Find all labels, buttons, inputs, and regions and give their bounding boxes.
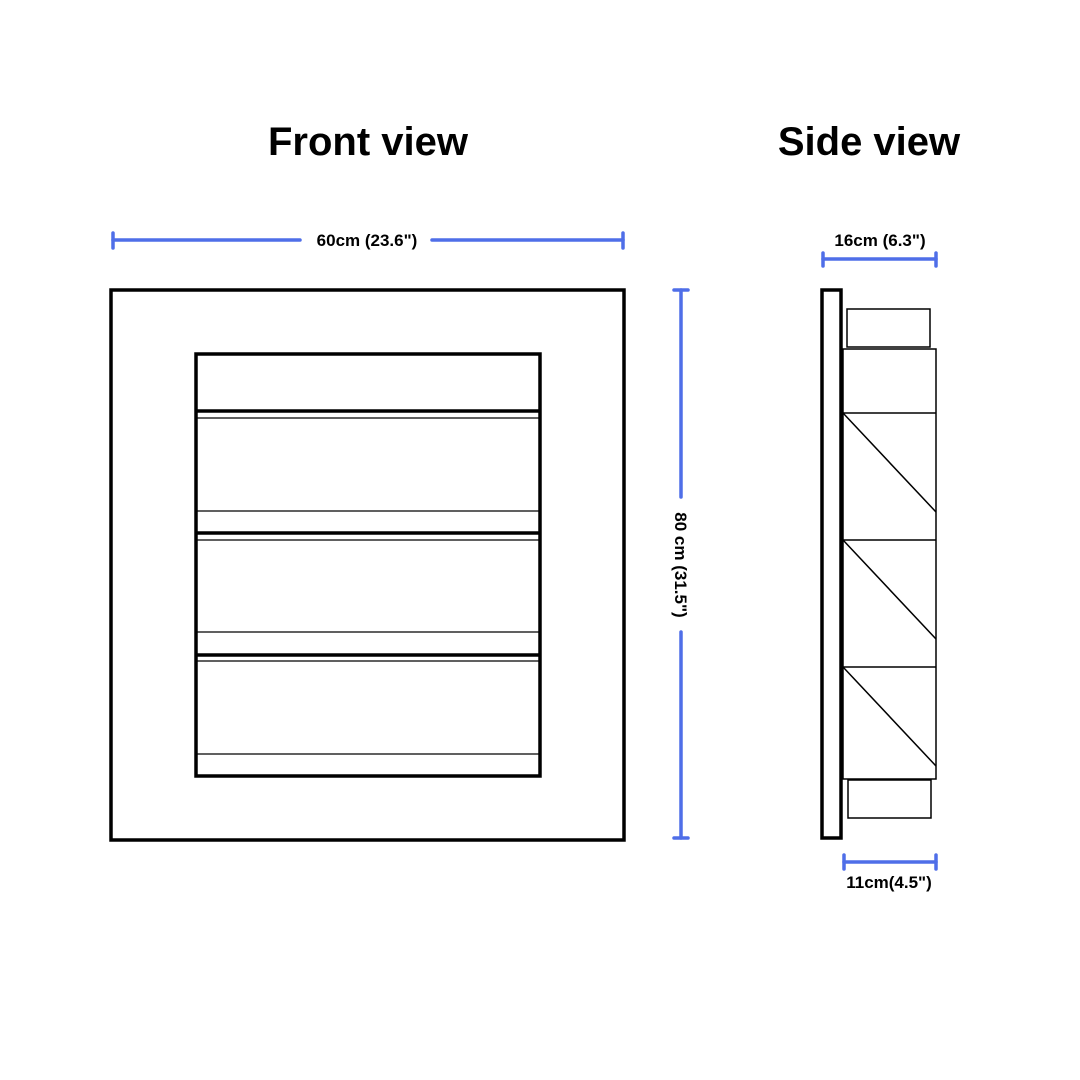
front-outer-frame	[109, 288, 626, 842]
side-shelf-depth-dimension	[842, 853, 938, 871]
side-bottom-cap	[847, 779, 932, 819]
front-width-label: 60cm (23.6")	[317, 231, 418, 250]
side-view-title: Side view	[777, 120, 961, 164]
front-shelf-unit	[194, 352, 542, 778]
side-back-panel	[820, 288, 843, 840]
side-view: 16cm (6.3") 11cm(4.5")	[820, 231, 938, 892]
front-height-label: 80 cm (31.5")	[671, 512, 690, 617]
front-view-title: Front view	[267, 120, 469, 164]
shelf-1-diagonal	[842, 412, 937, 513]
shelf-3-diagonal	[842, 666, 937, 767]
side-depth-dimension	[821, 251, 938, 268]
front-height-dimension	[672, 288, 690, 840]
side-depth-label: 16cm (6.3")	[834, 231, 925, 250]
shelf-2-diagonal	[842, 539, 937, 640]
front-width-dimension	[111, 231, 625, 250]
side-top-cap	[846, 308, 931, 348]
side-shelf-depth-label: 11cm(4.5")	[846, 873, 932, 892]
front-view: 60cm (23.6") 80 cm (31.5")	[109, 231, 690, 842]
side-shelf-body	[842, 348, 937, 780]
